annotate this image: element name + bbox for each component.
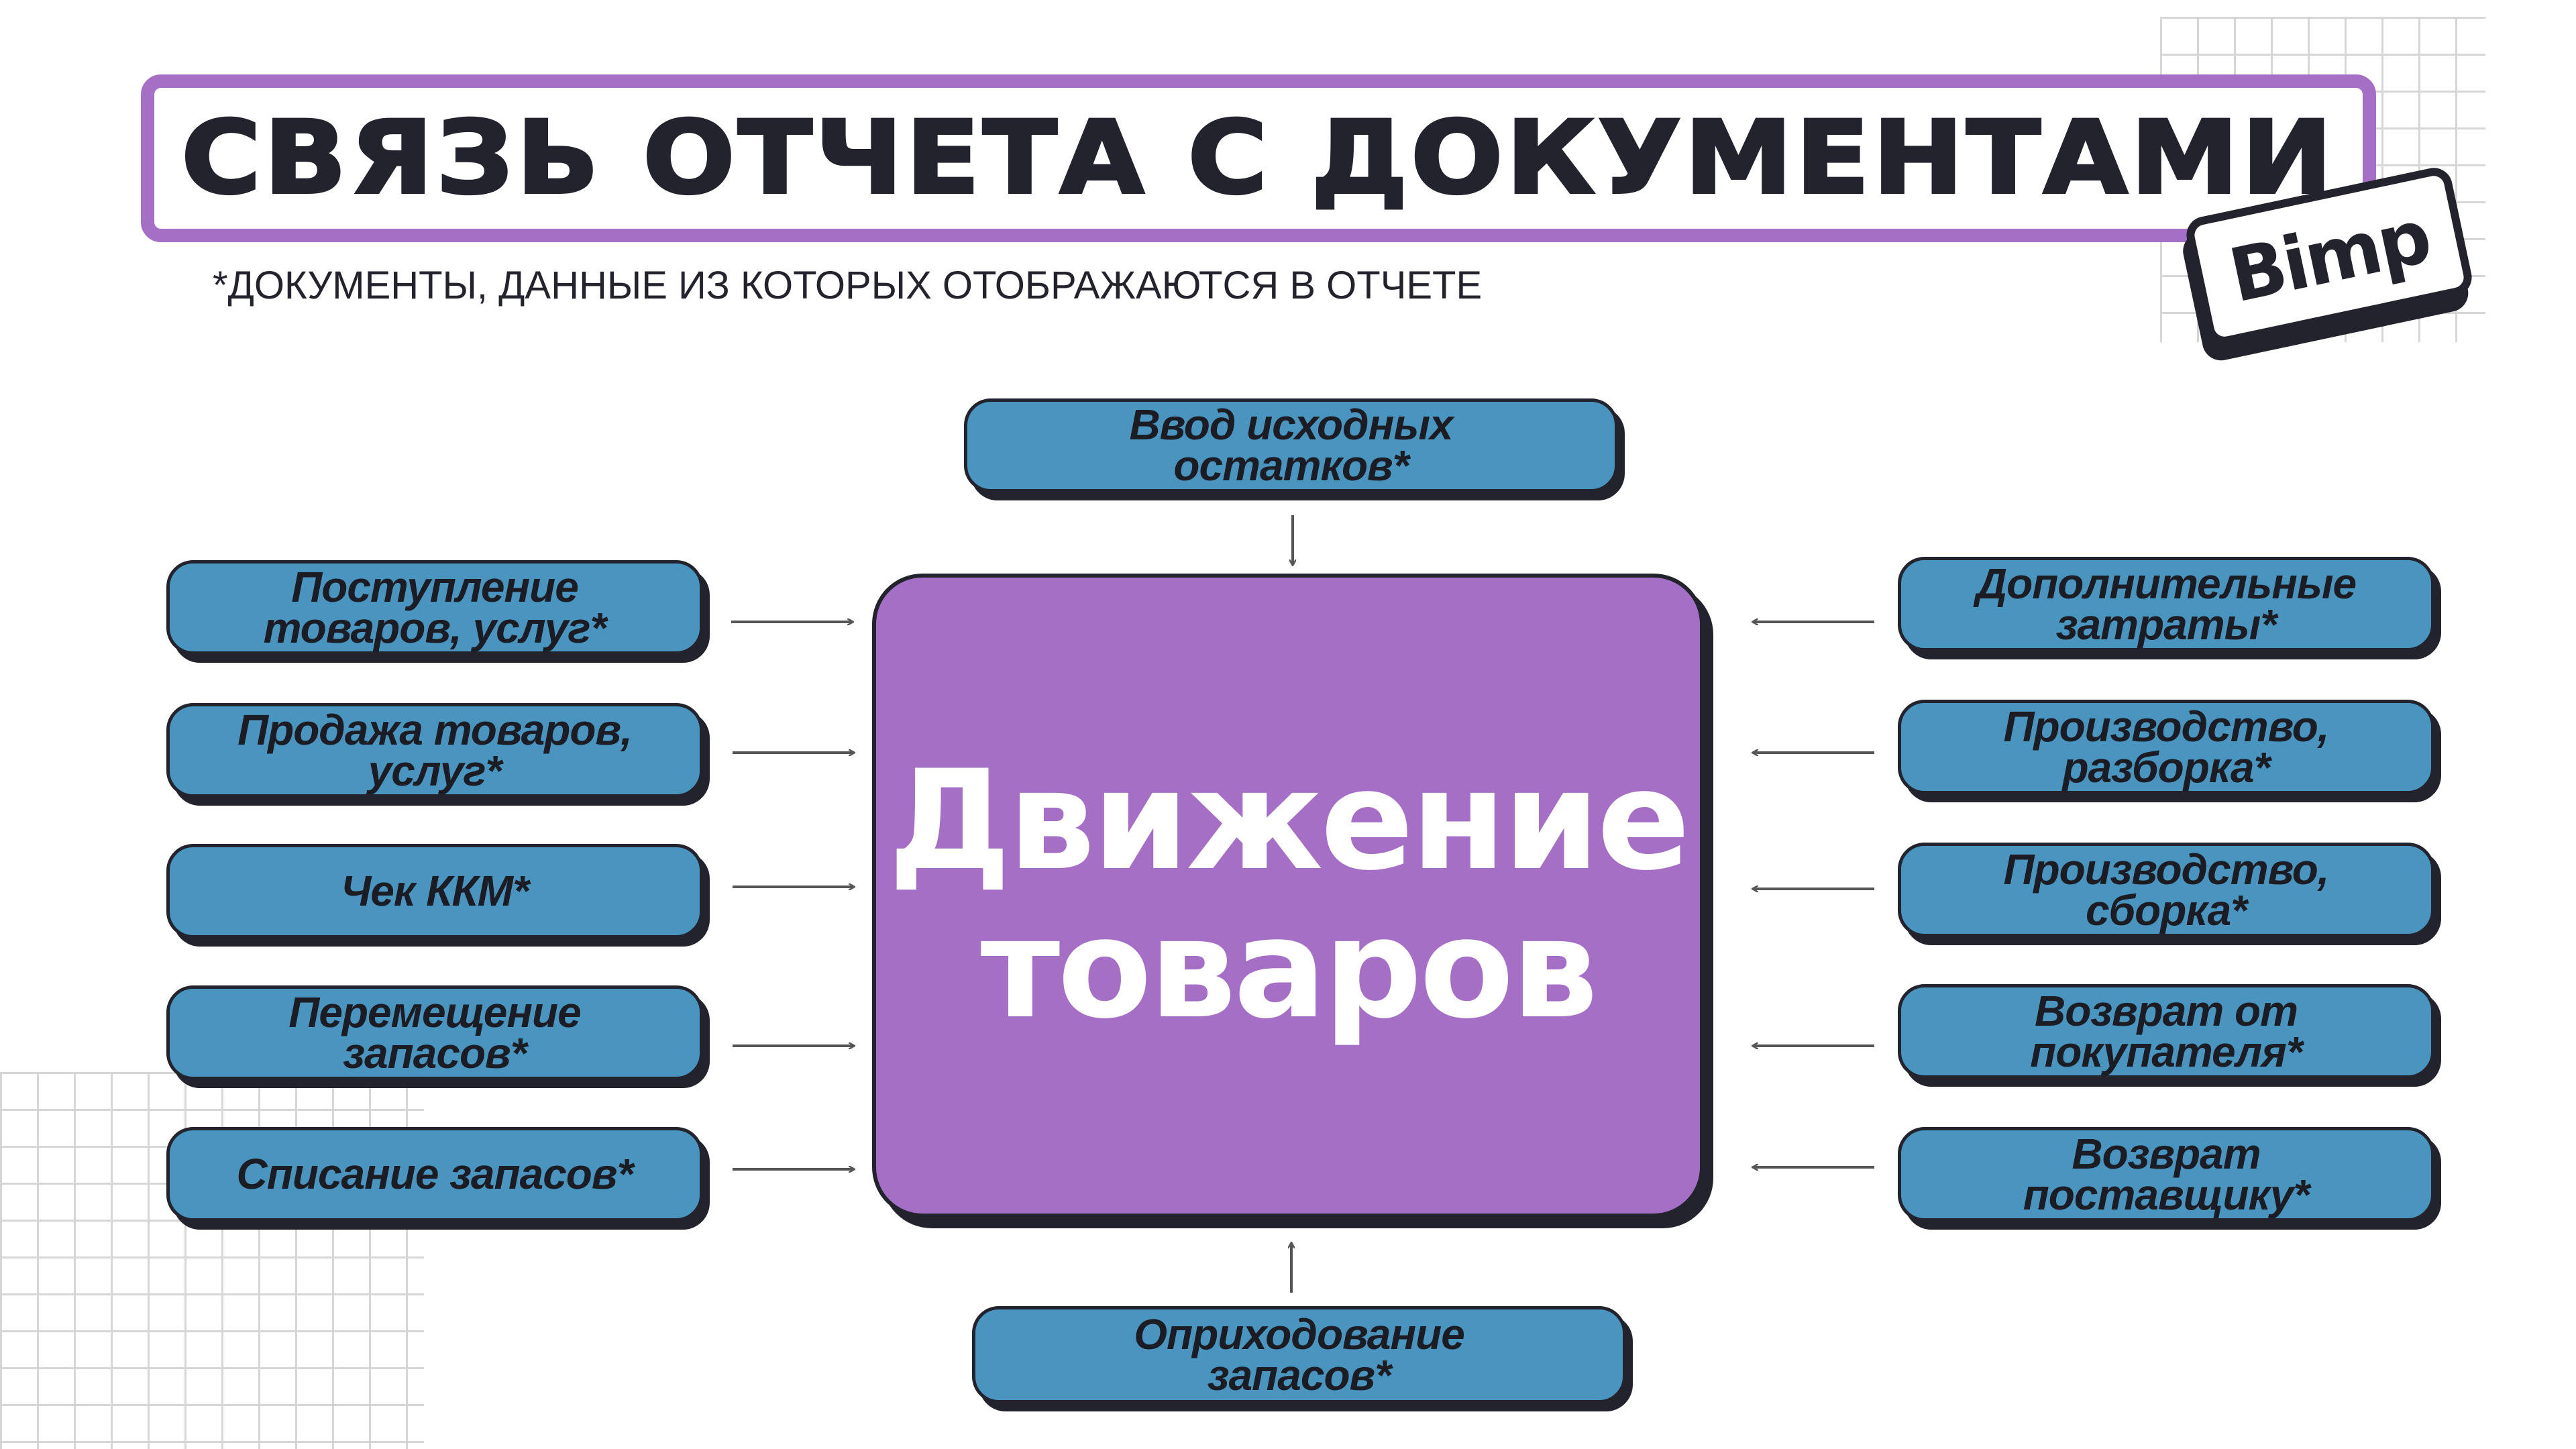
doc-left-4: Перемещение запасов*	[166, 985, 703, 1080]
doc-top: Ввод исходных остатков*	[964, 398, 1618, 492]
center-node: Движение товаров	[872, 574, 1704, 1218]
doc-label: Ввод исходных остатков*	[1129, 400, 1453, 490]
doc-right-2: Производство, разборка*	[1898, 700, 2434, 794]
doc-left-5: Списание запасов*	[166, 1127, 703, 1222]
logo-text: Bimp	[2222, 193, 2436, 319]
doc-label: Производство, сборка*	[2003, 845, 2329, 934]
subtitle: *ДОКУМЕНТЫ, ДАННЫЕ ИЗ КОТОРЫХ ОТОБРАЖАЮТ…	[213, 264, 1483, 307]
center-label: Движение товаров	[888, 741, 1690, 1049]
doc-label: Чек ККМ*	[340, 867, 529, 916]
doc-label: Продажа товаров, услуг*	[237, 705, 633, 795]
doc-label: Возврат от покупателя*	[2030, 986, 2303, 1076]
doc-left-3: Чек ККМ*	[166, 844, 703, 938]
doc-label: Перемещение запасов*	[288, 987, 581, 1077]
doc-left-2: Продажа товаров, услуг*	[166, 703, 703, 798]
doc-right-1: Дополнительные затраты*	[1898, 557, 2434, 651]
doc-left-1: Поступление товаров, услуг*	[166, 560, 703, 655]
doc-right-4: Возврат от покупателя*	[1898, 984, 2434, 1079]
title-banner: СВЯЗЬ ОТЧЕТА С ДОКУМЕНТАМИ	[141, 74, 2376, 242]
doc-right-3: Производство, сборка*	[1898, 843, 2434, 937]
doc-right-5: Возврат поставщику*	[1898, 1127, 2434, 1222]
page-title: СВЯЗЬ ОТЧЕТА С ДОКУМЕНТАМИ	[180, 99, 2336, 218]
doc-bottom: Оприходование запасов*	[972, 1306, 1626, 1403]
doc-label: Оприходование запасов*	[1134, 1309, 1465, 1399]
doc-label: Списание запасов*	[236, 1150, 634, 1199]
doc-label: Производство, разборка*	[2003, 702, 2329, 792]
doc-label: Поступление товаров, услуг*	[263, 562, 607, 652]
doc-label: Возврат поставщику*	[2023, 1129, 2310, 1219]
doc-label: Дополнительные затраты*	[1976, 559, 2357, 649]
